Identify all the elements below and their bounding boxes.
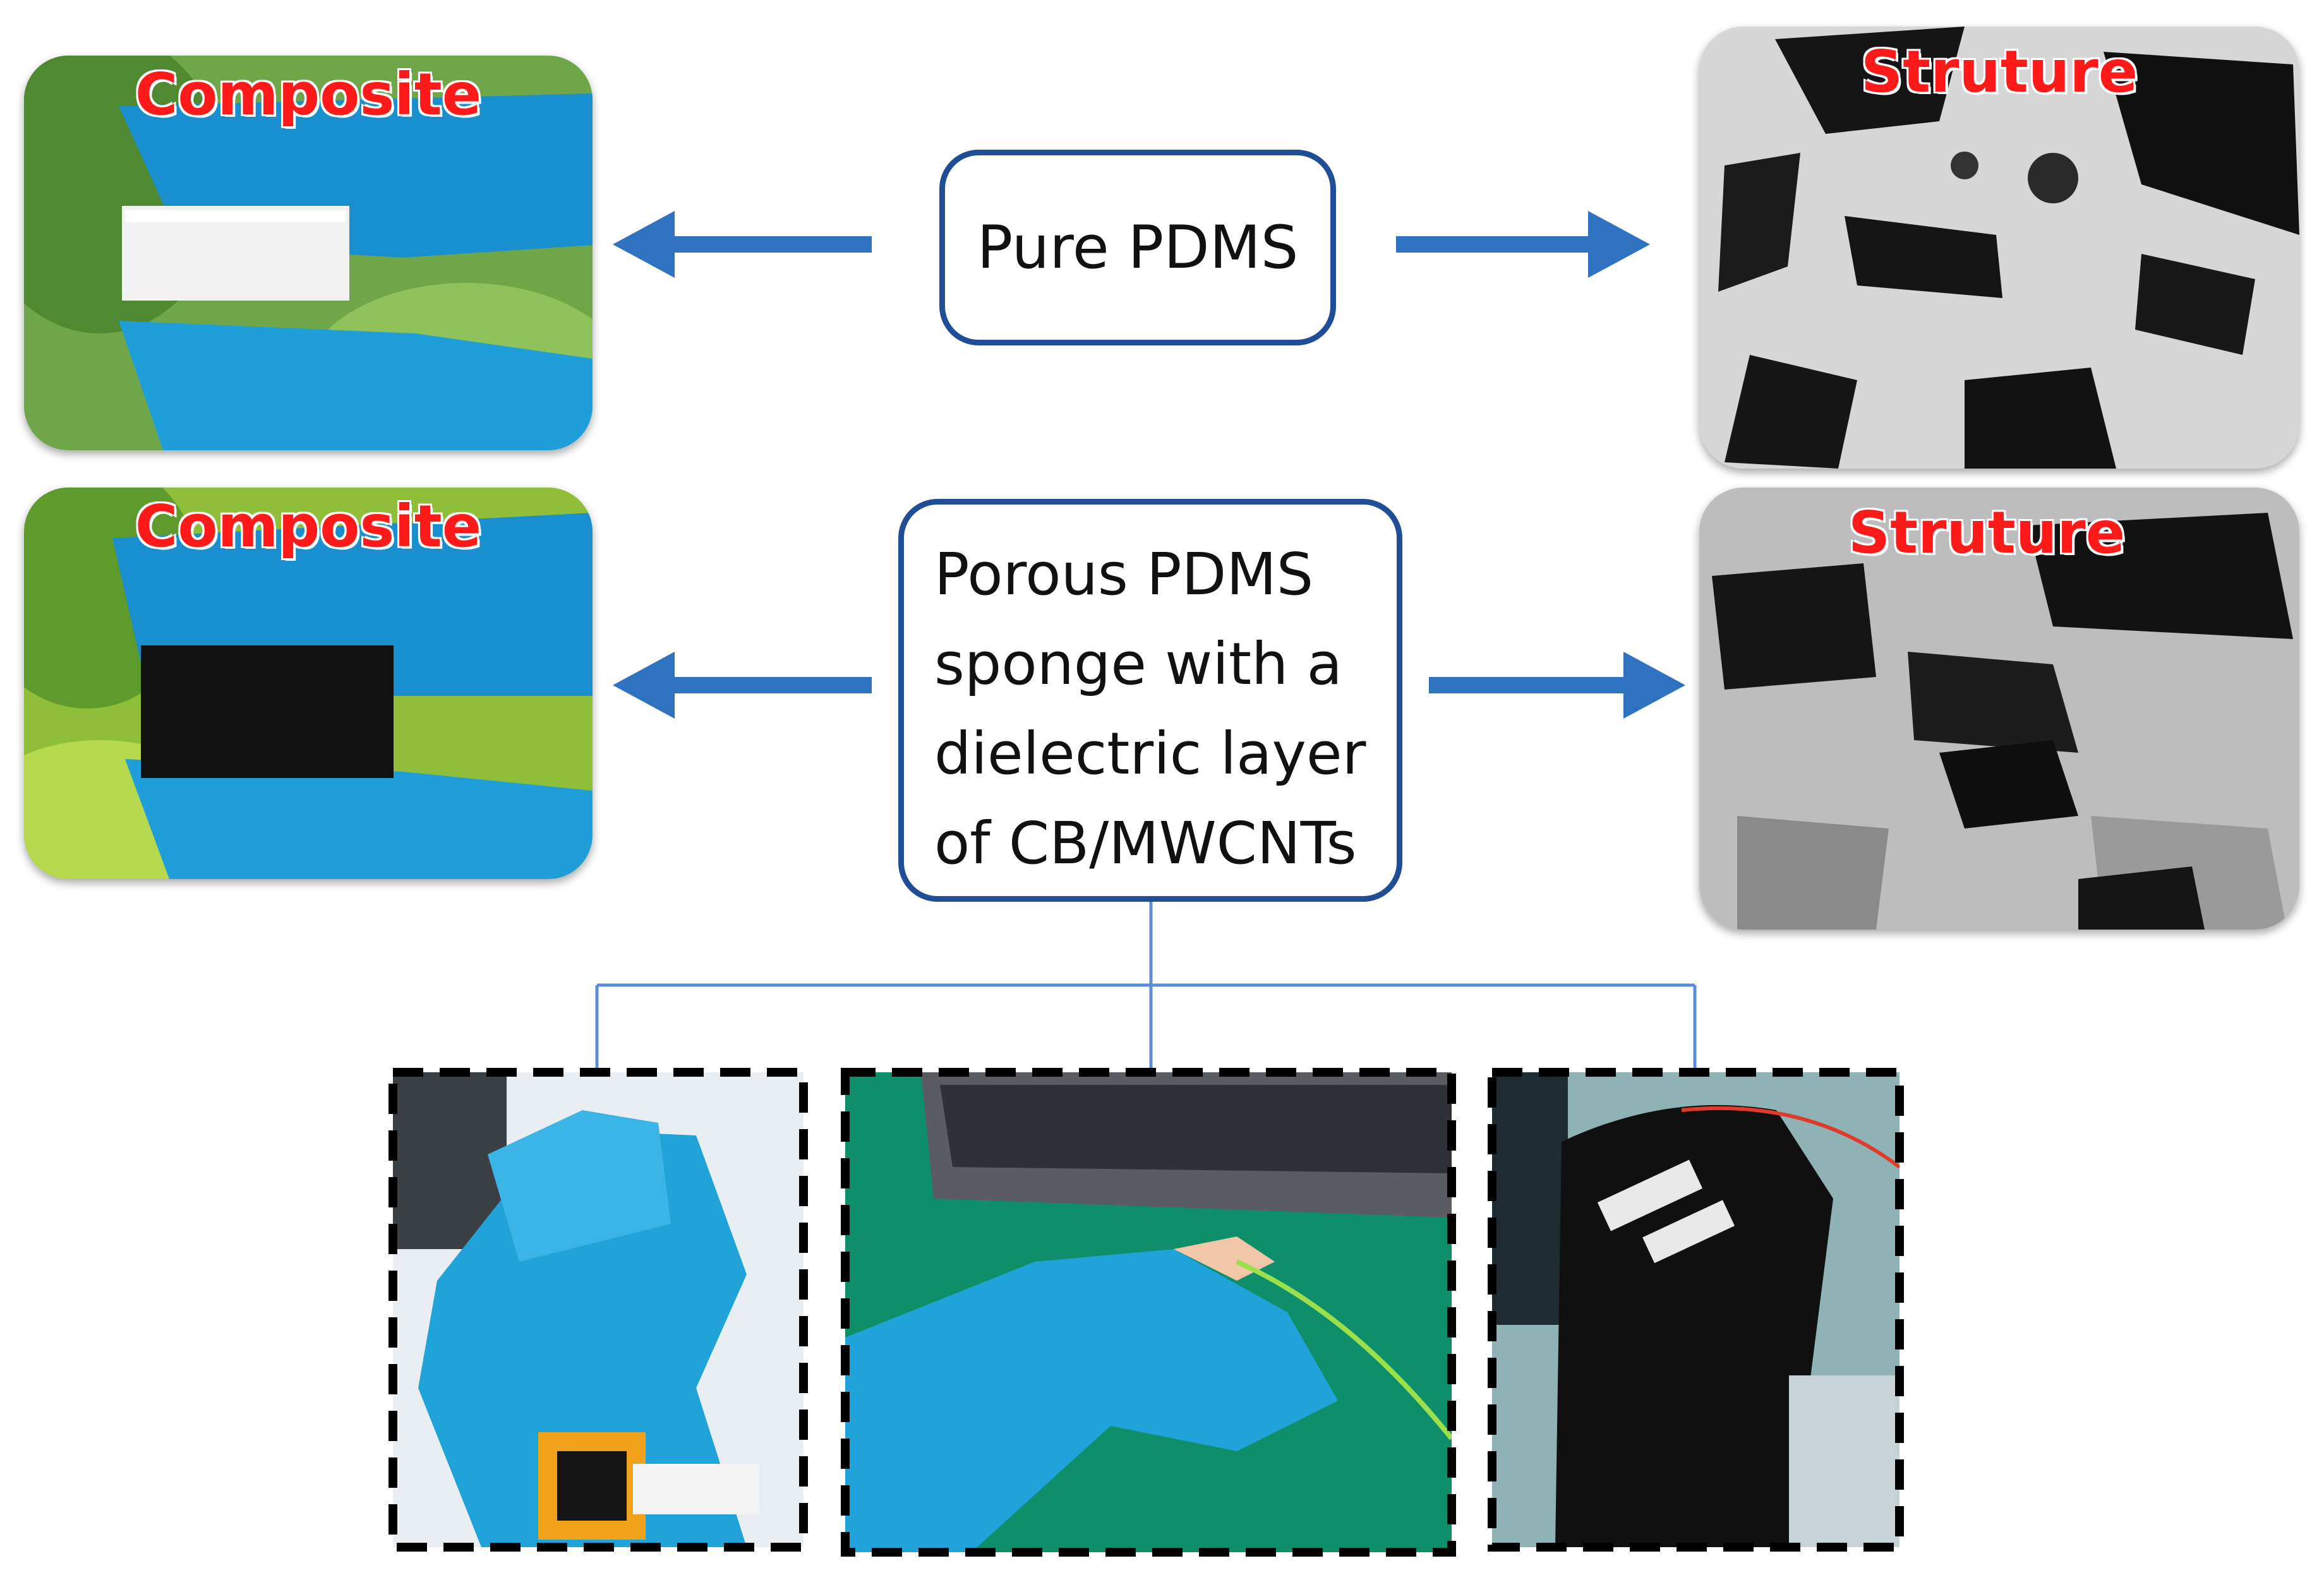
node-porous-line-2: sponge with a — [934, 630, 1342, 698]
node-pure-pdms-text: Pure PDMS — [977, 213, 1299, 282]
frame-application-wrist — [388, 1068, 808, 1552]
photo-application-wrist — [393, 1072, 804, 1547]
label-composite-bottom: Composite — [135, 493, 482, 560]
photo-structure-pure: Struture — [1699, 27, 2299, 469]
photo-composite-porous-image — [24, 488, 593, 879]
photo-composite-pure: Composite — [24, 56, 593, 450]
photo-application-knee — [1492, 1072, 1900, 1547]
node-porous-line-4: of CB/MWCNTs — [934, 810, 1357, 877]
node-porous-line-1: Porous PDMS — [934, 541, 1314, 608]
photo-structure-pure-image — [1699, 27, 2299, 469]
label-composite-top: Composite — [135, 61, 482, 128]
label-structure-top: Struture — [1860, 38, 2138, 105]
node-porous-pdms: Porous PDMS sponge with a dielectric lay… — [898, 499, 1402, 902]
connector-lines — [595, 902, 1697, 1074]
frame-application-knee — [1488, 1068, 1904, 1552]
arrow-to-composite-pure — [613, 211, 872, 278]
photo-composite-porous: Composite — [24, 488, 593, 879]
photo-application-wrist-image — [393, 1072, 804, 1547]
arrow-to-structure-porous — [1429, 652, 1685, 719]
arrow-to-composite-porous — [613, 652, 872, 719]
photo-structure-porous: Struture — [1699, 488, 2299, 930]
node-pure-pdms: Pure PDMS — [939, 150, 1336, 345]
photo-composite-pure-image — [24, 56, 593, 450]
photo-structure-porous-image — [1699, 488, 2299, 930]
label-structure-bottom: Struture — [1848, 499, 2126, 566]
photo-application-knee-image — [1492, 1072, 1900, 1547]
photo-application-finger-image — [845, 1072, 1452, 1552]
frame-application-finger — [841, 1068, 1456, 1557]
arrow-to-structure-pure — [1396, 211, 1650, 278]
node-porous-line-3: dielectric layer — [934, 720, 1366, 787]
photo-application-finger — [845, 1072, 1452, 1552]
